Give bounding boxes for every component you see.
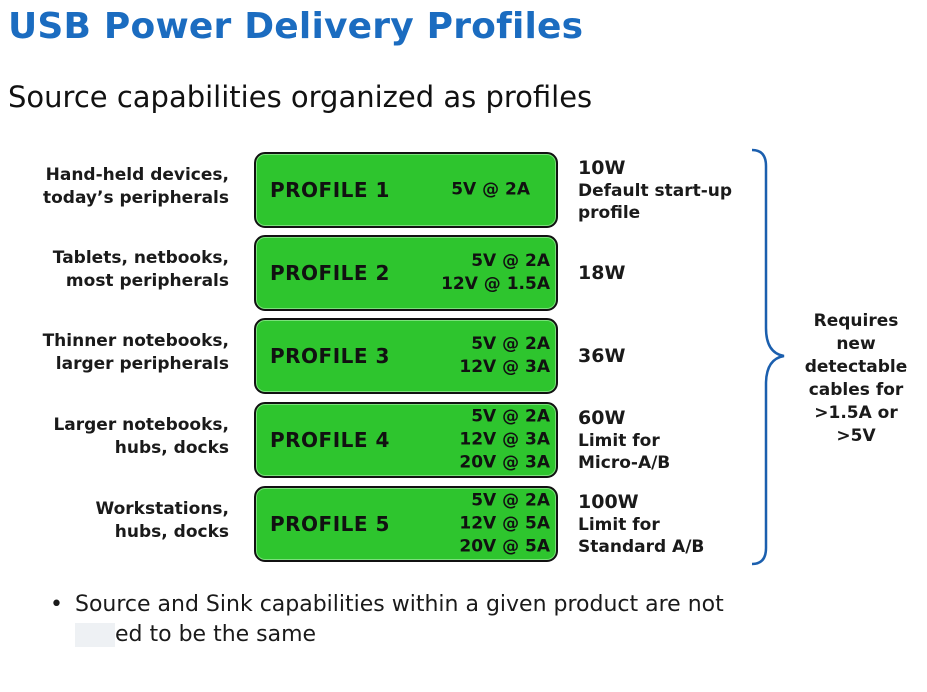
voltage-current-value: 5V @ 2A <box>471 334 550 354</box>
profile-description: Larger notebooks, hubs, docks <box>0 414 229 460</box>
voltage-current-value: 12V @ 3A <box>459 429 550 450</box>
description-line: Larger notebooks, <box>53 415 229 435</box>
profile-row: Larger notebooks, hubs, docks PROFILE 4 5V … <box>0 400 927 480</box>
voltage-current-value: 5V @ 2A <box>471 490 550 511</box>
page-subtitle: Source capabilities organized as profile… <box>8 80 593 114</box>
profile-box: PROFILE 2 5V @ 2A 12V @ 1.5A <box>254 235 558 311</box>
power-info: 36W <box>578 344 758 368</box>
power-watts: 18W <box>578 262 626 284</box>
profile-row: Thinner notebooks, larger peripherals PROF… <box>0 316 927 396</box>
power-note-line: Limit for <box>578 431 660 451</box>
description-line: larger peripherals <box>55 354 229 374</box>
side-note-line: detectable <box>804 357 908 377</box>
bullet-line-2: ed to be the same <box>75 620 835 650</box>
power-note-line: Standard A/B <box>578 537 705 557</box>
profile-row: Tablets, netbooks, most peripherals PROFIL… <box>0 233 927 313</box>
voltage-current-list: 5V @ 2A <box>451 179 530 202</box>
description-line: today’s peripherals <box>42 188 229 208</box>
description-line: hubs, docks <box>114 438 229 458</box>
profile-name: PROFILE 1 <box>270 178 390 202</box>
side-note-line: >5V <box>836 426 876 446</box>
profile-description: Tablets, netbooks, most peripherals <box>0 247 229 293</box>
voltage-current-value: 20V @ 5A <box>459 536 550 557</box>
profile-name: PROFILE 4 <box>270 428 390 452</box>
profile-description: Thinner notebooks, larger peripherals <box>0 330 229 376</box>
side-note-line: cables for <box>808 380 904 400</box>
side-note-line: >1.5A or <box>814 403 898 423</box>
power-watts: 60W <box>578 407 626 429</box>
description-line: most peripherals <box>65 271 229 291</box>
power-note-line: profile <box>578 203 641 223</box>
description-line: Workstations, <box>95 499 229 519</box>
voltage-current-value: 5V @ 2A <box>471 406 550 427</box>
power-watts: 10W <box>578 157 626 179</box>
power-note-line: Default start-up <box>578 181 733 201</box>
profile-box: PROFILE 3 5V @ 2A 12V @ 3A <box>254 318 558 394</box>
right-brace-icon <box>751 148 785 566</box>
voltage-current-list: 5V @ 2A 12V @ 3A <box>459 333 550 379</box>
power-note-line: Micro-A/B <box>578 453 671 473</box>
voltage-current-value: 12V @ 5A <box>459 513 550 534</box>
profile-name: PROFILE 2 <box>270 261 390 285</box>
voltage-current-value: 5V @ 2A <box>451 179 530 200</box>
page-title: USB Power Delivery Profiles <box>8 6 584 47</box>
description-line: Tablets, netbooks, <box>52 248 229 268</box>
profile-name: PROFILE 5 <box>270 512 390 536</box>
power-note-line: Limit for <box>578 515 660 535</box>
bullet-line-2-text: ed to be the same <box>115 622 317 647</box>
bullet-text: Source and Sink capabilities within a gi… <box>75 590 835 650</box>
profile-description: Workstations, hubs, docks <box>0 498 229 544</box>
side-note-line: Requires <box>813 311 899 331</box>
profile-row: Hand-held devices, today’s peripherals PRO… <box>0 150 927 230</box>
power-info: 18W <box>578 261 758 285</box>
obscured-text-blot <box>75 623 115 647</box>
bullet-dot: • <box>50 592 63 617</box>
power-watts: 36W <box>578 345 626 367</box>
description-line: Hand-held devices, <box>45 165 229 185</box>
cable-requirement-note: Requires new detectable cables for >1.5A… <box>790 310 922 448</box>
voltage-current-value: 5V @ 2A <box>471 251 550 271</box>
voltage-current-value: 20V @ 3A <box>459 452 550 473</box>
side-note-line: new <box>836 334 876 354</box>
voltage-current-value: 12V @ 1.5A <box>441 274 550 294</box>
description-line: Thinner notebooks, <box>42 331 229 351</box>
description-line: hubs, docks <box>114 522 229 542</box>
power-watts: 100W <box>578 491 639 513</box>
bullet-line-1: Source and Sink capabilities within a gi… <box>75 592 724 617</box>
profile-name: PROFILE 3 <box>270 344 390 368</box>
profile-description: Hand-held devices, today’s peripherals <box>0 164 229 210</box>
profile-box: PROFILE 1 5V @ 2A <box>254 152 558 228</box>
profile-row: Workstations, hubs, docks PROFILE 5 5V @ 2A… <box>0 484 927 564</box>
voltage-current-value: 12V @ 3A <box>459 357 550 377</box>
voltage-current-list: 5V @ 2A 12V @ 1.5A <box>441 250 550 296</box>
